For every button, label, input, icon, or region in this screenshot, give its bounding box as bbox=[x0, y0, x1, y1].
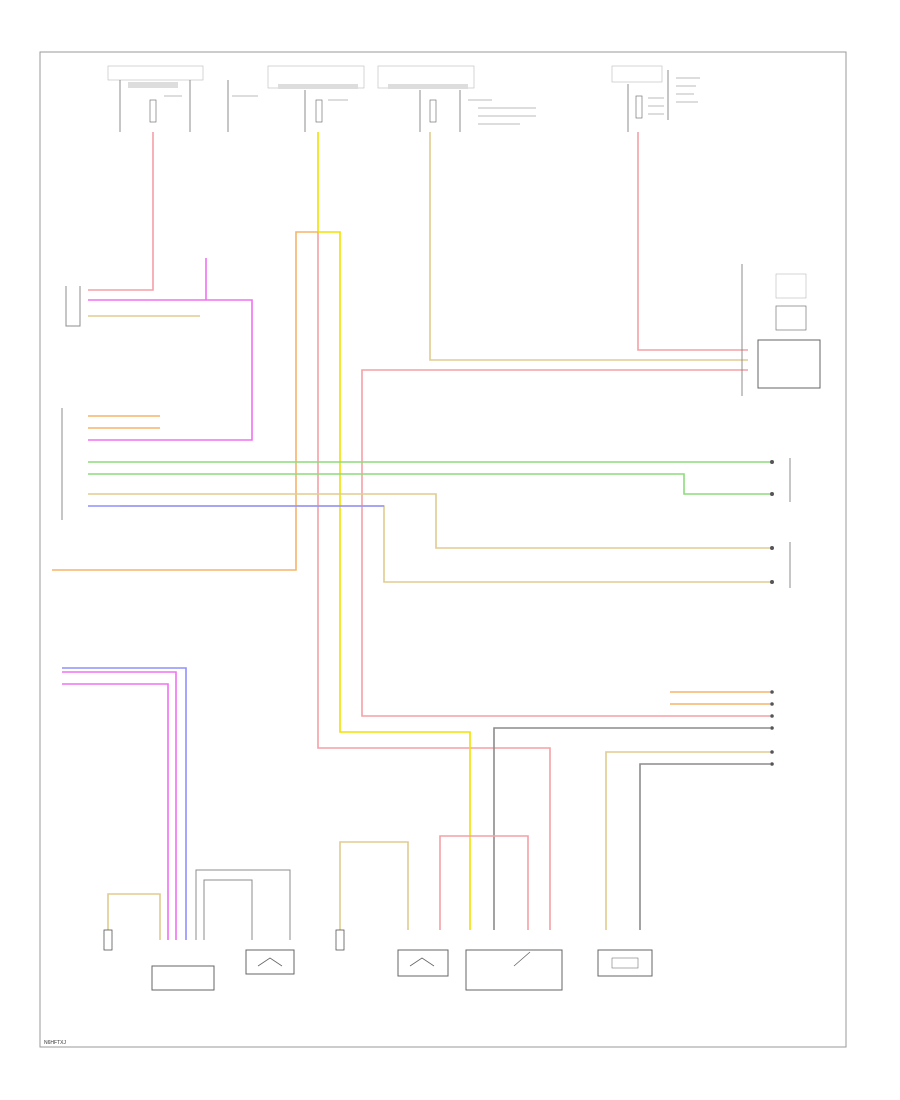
pressure-sensor-bracket bbox=[65, 286, 81, 327]
wire-tan-lower2 bbox=[339, 841, 409, 930]
fuse-group-2 bbox=[267, 65, 365, 132]
right-connector-2 bbox=[770, 542, 791, 588]
fuse-group-4 bbox=[611, 65, 700, 132]
wire-magenta-sensor bbox=[88, 299, 253, 441]
right-control-unit bbox=[741, 264, 821, 396]
wire-magenta-lower bbox=[62, 671, 177, 940]
bottom-switch-1 bbox=[245, 949, 295, 975]
wire-tan-lower bbox=[107, 893, 161, 940]
wire-green-2 bbox=[88, 473, 770, 495]
right-connector-1 bbox=[770, 458, 791, 502]
wire-pink-lower bbox=[439, 835, 529, 930]
fuse-group-1 bbox=[107, 65, 258, 132]
diagram-id: N6HFTXJ bbox=[44, 1040, 66, 1046]
wire-grey-lower bbox=[195, 869, 291, 940]
bottom-sensor bbox=[397, 949, 449, 977]
wire-grey-lower2 bbox=[203, 879, 253, 940]
wire-pink-fuse1 bbox=[88, 132, 154, 291]
wire-tan-cu bbox=[88, 493, 770, 549]
wire-pink-fuse4 bbox=[637, 132, 748, 351]
wire-tan-fuse3 bbox=[429, 132, 748, 361]
bottom-module-1 bbox=[151, 965, 215, 991]
bottom-relay bbox=[465, 949, 563, 991]
wire-orange-main bbox=[52, 231, 318, 571]
ground-point bbox=[103, 929, 113, 951]
wire-tan-bot bbox=[605, 751, 770, 930]
wire-yellow-main bbox=[318, 231, 471, 930]
wire-grey-bot bbox=[493, 727, 770, 930]
wire-magenta-lower2 bbox=[62, 683, 169, 940]
bottom-right-connector bbox=[770, 690, 774, 766]
bottom-sensor-left bbox=[335, 929, 345, 951]
bottom-module-2 bbox=[597, 949, 653, 977]
wire-pink-loop bbox=[361, 369, 770, 717]
fuse-group-3 bbox=[377, 65, 536, 132]
wire-pink-main bbox=[317, 232, 551, 930]
wire-grey-bot2 bbox=[639, 763, 770, 930]
diagram-frame bbox=[39, 51, 847, 1048]
wire-blue-lower bbox=[62, 667, 187, 940]
